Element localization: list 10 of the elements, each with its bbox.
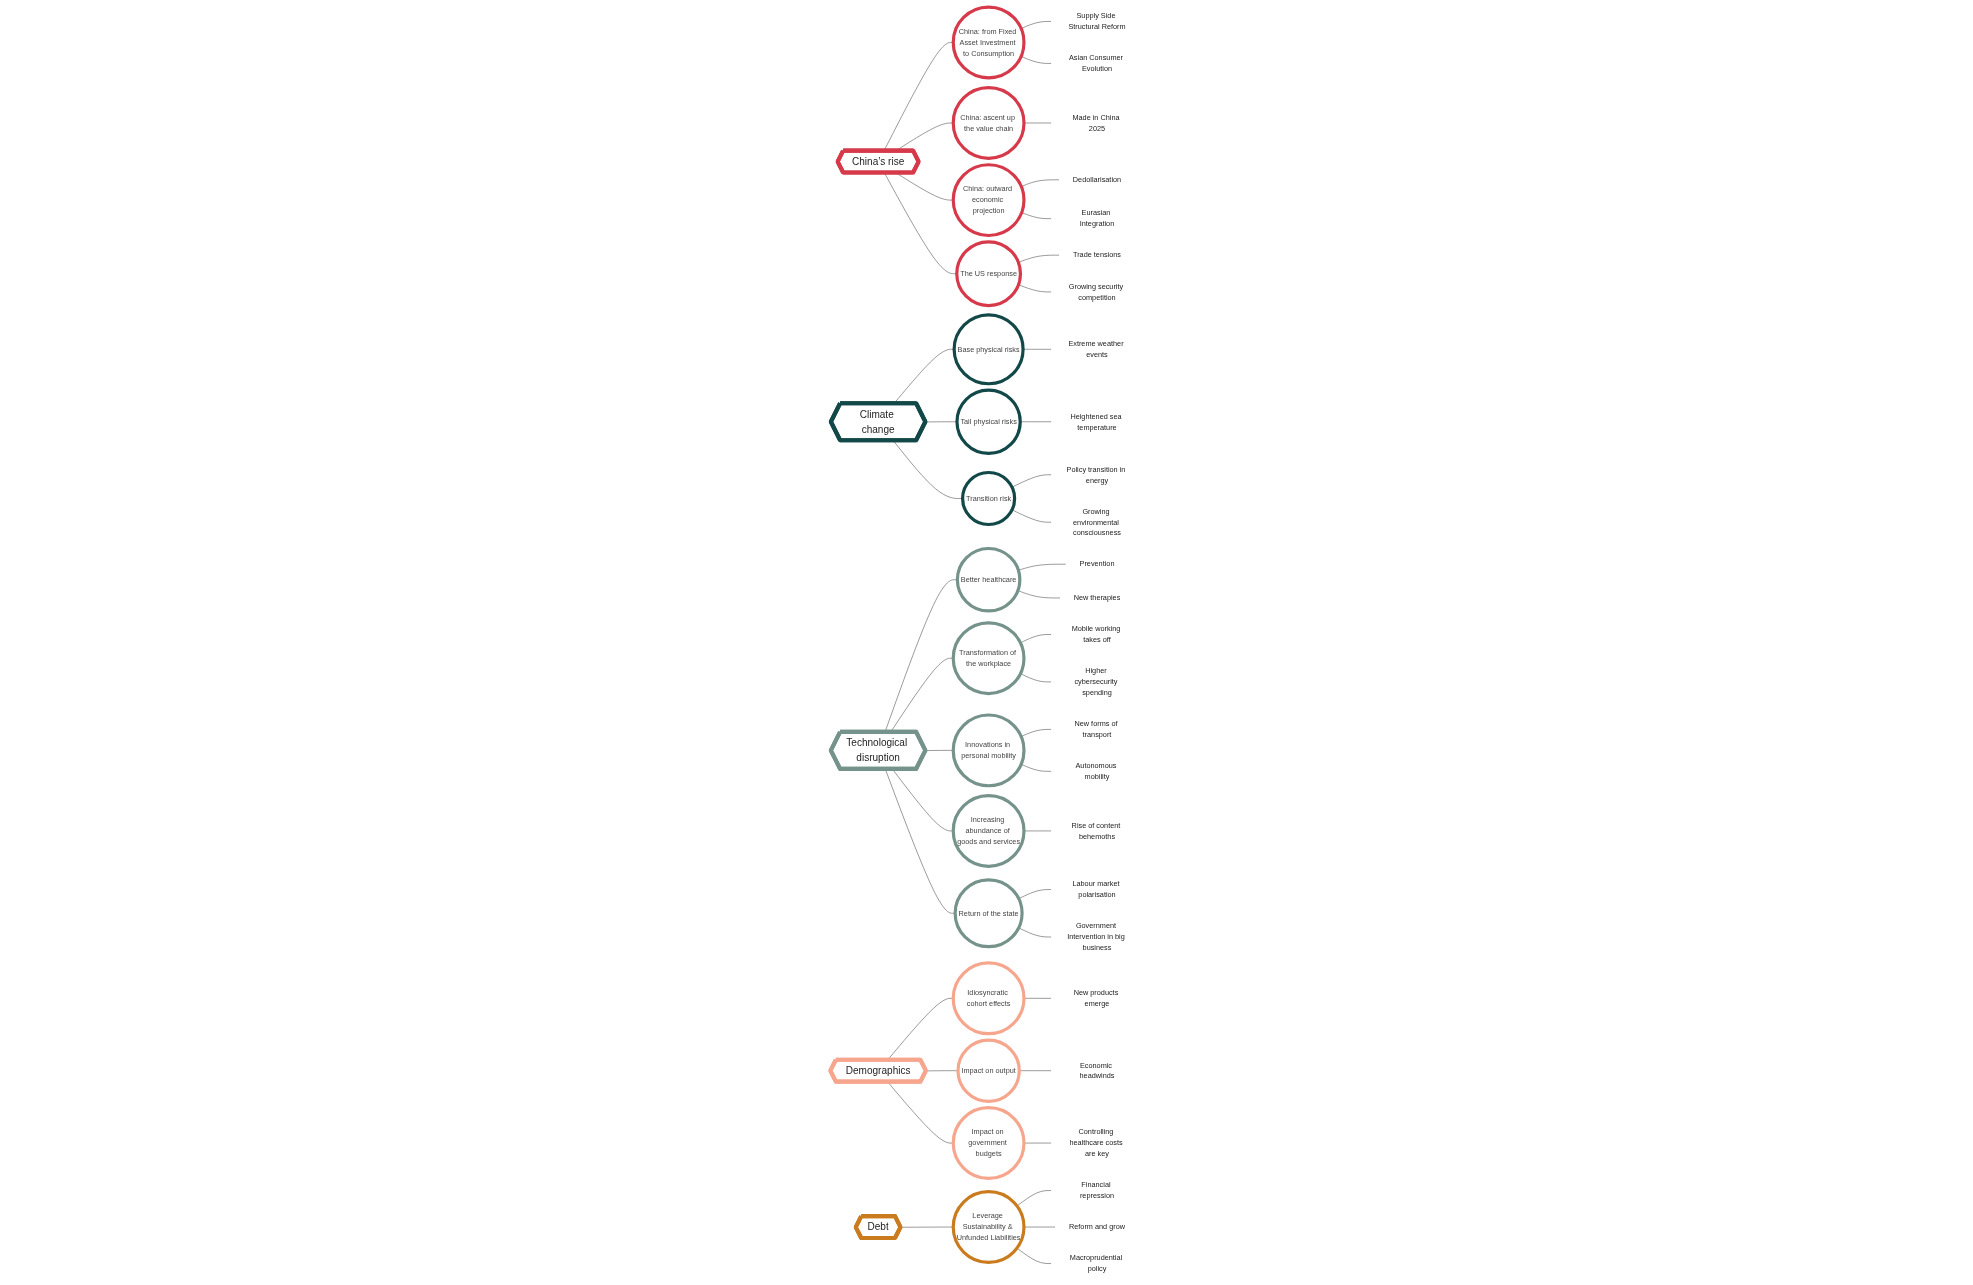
connector (1021, 212, 1052, 219)
connector (1016, 1247, 1052, 1264)
connector (1021, 179, 1060, 187)
connector (1018, 254, 1060, 263)
connector (1020, 634, 1052, 644)
connector (1018, 563, 1067, 571)
connector (1022, 349, 1052, 350)
connector (1020, 673, 1052, 683)
connector (1018, 889, 1052, 899)
connector (1016, 1190, 1052, 1207)
